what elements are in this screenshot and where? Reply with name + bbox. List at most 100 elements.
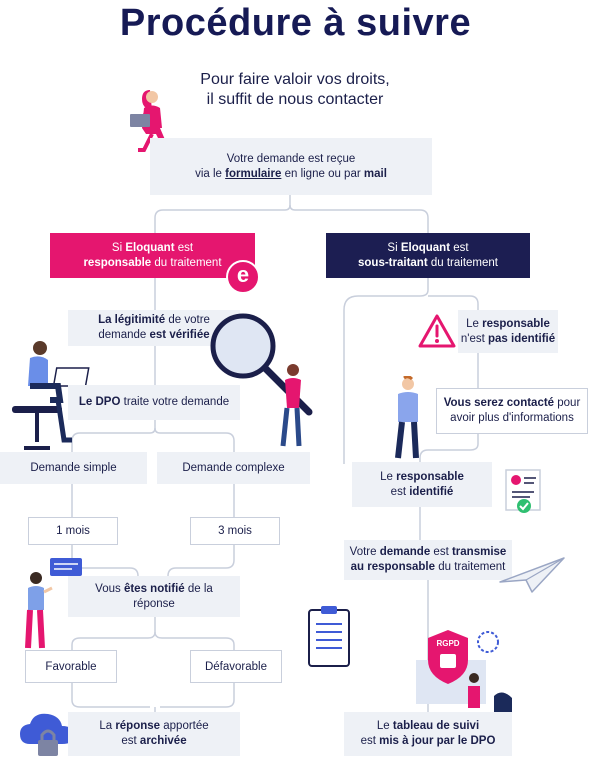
identified-line-2: est identifié xyxy=(391,485,454,500)
legitimacy-rest: de votre xyxy=(165,314,210,326)
legitimacy-line-1: La légitimité de votre xyxy=(98,313,210,328)
request-transmitted-box: Votre demande est transmise au responsab… xyxy=(344,540,512,580)
not-identified-bold2: pas identifié xyxy=(488,332,556,345)
not-identified-line-2: n'est pas identifié xyxy=(461,332,555,347)
person-contacted-icon xyxy=(395,376,419,459)
tracking-bold2: mis à jour par le DPO xyxy=(379,735,496,747)
processor-rest: du traitement xyxy=(427,256,498,269)
tracking-line-2: est mis à jour par le DPO xyxy=(361,734,496,749)
tracking-line-1: Le tableau de suivi xyxy=(377,719,479,734)
controller-line-2: responsable du traitement xyxy=(83,256,221,271)
notified-box: Vous êtes notifié de la réponse xyxy=(68,576,240,617)
notified-line-1: Vous êtes notifié de la xyxy=(95,582,213,597)
person-notified-icon xyxy=(25,558,82,649)
cloud-lock-icon xyxy=(20,713,74,756)
contacted-bold: Vous serez contacté xyxy=(443,397,555,409)
archived-line-2: est archivée xyxy=(121,734,186,749)
contacted-b: pour xyxy=(554,397,581,409)
request-prefix: via le xyxy=(195,167,226,180)
archived-a2: est xyxy=(121,735,140,747)
magnifier-icon xyxy=(210,313,313,447)
identified-a: Le xyxy=(380,470,397,483)
unfavorable-label: Défavorable xyxy=(190,650,282,683)
tracking-a: Le xyxy=(376,720,393,732)
transmitted-a: Votre xyxy=(349,546,380,558)
controller-line-1: Si Eloquant est xyxy=(112,241,193,256)
controller-role: responsable xyxy=(83,256,152,269)
notified-bold: êtes notifié xyxy=(123,582,185,595)
processor-branch-header: Si Eloquant est sous-traitant du traitem… xyxy=(326,233,530,278)
request-line-1: Votre demande est reçue xyxy=(226,152,356,165)
page-title: Procédure à suivre xyxy=(119,2,472,44)
processor-role: sous-traitant xyxy=(358,256,428,269)
identified-bold: responsable xyxy=(396,470,464,483)
not-identified-a: Le xyxy=(466,317,483,330)
subtitle-line-2: il suffit de nous contacter xyxy=(206,91,384,108)
archived-a: La xyxy=(99,720,116,732)
processor-suffix: est xyxy=(450,241,469,254)
contacted-line-1: Vous serez contacté pour xyxy=(444,396,581,411)
legitimacy-line2-rest: demande xyxy=(98,329,150,341)
simple-request-box: Demande simple xyxy=(0,452,147,484)
form-link[interactable]: formulaire xyxy=(225,167,282,180)
identified-line-1: Le responsable xyxy=(380,470,464,485)
transmitted-b2: du traitement xyxy=(435,561,506,573)
controller-not-identified-box: Le responsable n'est pas identifié xyxy=(458,310,558,353)
processor-prefix: Si xyxy=(387,241,401,254)
mail-link[interactable]: mail xyxy=(363,167,387,180)
identified-a2: est xyxy=(390,485,410,498)
not-identified-line-1: Le responsable xyxy=(466,317,550,332)
checklist-icon xyxy=(308,606,350,667)
dpo-bold: Le DPO xyxy=(78,396,121,408)
paper-plane-icon xyxy=(499,557,565,593)
archived-bold: réponse xyxy=(115,720,161,732)
subtitle-line-1: Pour faire valoir vos droits, xyxy=(200,71,390,88)
legitimacy-line2-bold: est vérifiée xyxy=(149,329,210,341)
dpo-rest: traite votre demande xyxy=(120,396,230,408)
controller-rest: du traitement xyxy=(151,256,222,269)
person-desk-icon xyxy=(12,341,90,450)
subtitle: Pour faire valoir vos droits, il suffit … xyxy=(150,70,440,110)
eloquant-logo-icon: e xyxy=(226,260,260,294)
dpo-processing-box: Le DPO traite votre demande xyxy=(68,385,240,420)
controller-prefix: Si xyxy=(111,241,126,254)
notified-line-2: réponse xyxy=(133,597,175,610)
rgpd-label: RGPD xyxy=(436,639,459,648)
warning-icon xyxy=(418,314,456,348)
transmitted-line-2: au responsable du traitement xyxy=(351,560,506,575)
shield-lock-icon: RGPD xyxy=(416,630,512,712)
contacted-box: Vous serez contacté pour avoir plus d'in… xyxy=(436,388,588,434)
transmitted-bold3: au responsable xyxy=(350,561,436,573)
controller-company: Eloquant xyxy=(125,241,175,254)
document-check-icon xyxy=(505,469,541,513)
complex-request-box: Demande complexe xyxy=(157,452,310,484)
transmitted-line-1: Votre demande est transmise xyxy=(350,545,507,560)
archived-b: apportée xyxy=(160,720,209,732)
not-identified-bold: responsable xyxy=(482,317,550,330)
processor-line-2: sous-traitant du traitement xyxy=(358,256,498,271)
dpo-line: Le DPO traite votre demande xyxy=(79,395,229,410)
legitimacy-bold: La légitimité xyxy=(98,314,166,326)
controller-identified-box: Le responsable est identifié xyxy=(352,462,492,507)
one-month-label: 1 mois xyxy=(28,517,118,545)
not-identified-a2: n'est xyxy=(460,332,489,345)
legitimacy-line-2: demande est vérifiée xyxy=(98,328,209,343)
notified-a: Vous xyxy=(95,582,124,595)
tracking-bold: tableau de suivi xyxy=(392,720,480,732)
request-line-2: via le formulaire en ligne ou par mail xyxy=(195,167,387,182)
request-received-box: Votre demande est reçue via le formulair… xyxy=(150,138,432,195)
contacted-line-2: avoir plus d'informations xyxy=(450,412,574,424)
notified-b: de la xyxy=(184,582,213,595)
tracking-a2: est xyxy=(360,735,380,747)
processor-company: Eloquant xyxy=(400,241,451,254)
transmitted-b: est xyxy=(430,546,452,558)
archived-line-1: La réponse apportée xyxy=(99,719,208,734)
archived-box: La réponse apportée est archivée xyxy=(68,712,240,756)
transmitted-bold: demande xyxy=(379,546,431,558)
archived-bold2: archivée xyxy=(139,735,187,747)
controller-suffix: est xyxy=(174,241,194,254)
controller-branch-header: Si Eloquant est responsable du traitemen… xyxy=(50,233,255,278)
favorable-label: Favorable xyxy=(25,650,117,683)
processor-line-1: Si Eloquant est xyxy=(387,241,468,256)
